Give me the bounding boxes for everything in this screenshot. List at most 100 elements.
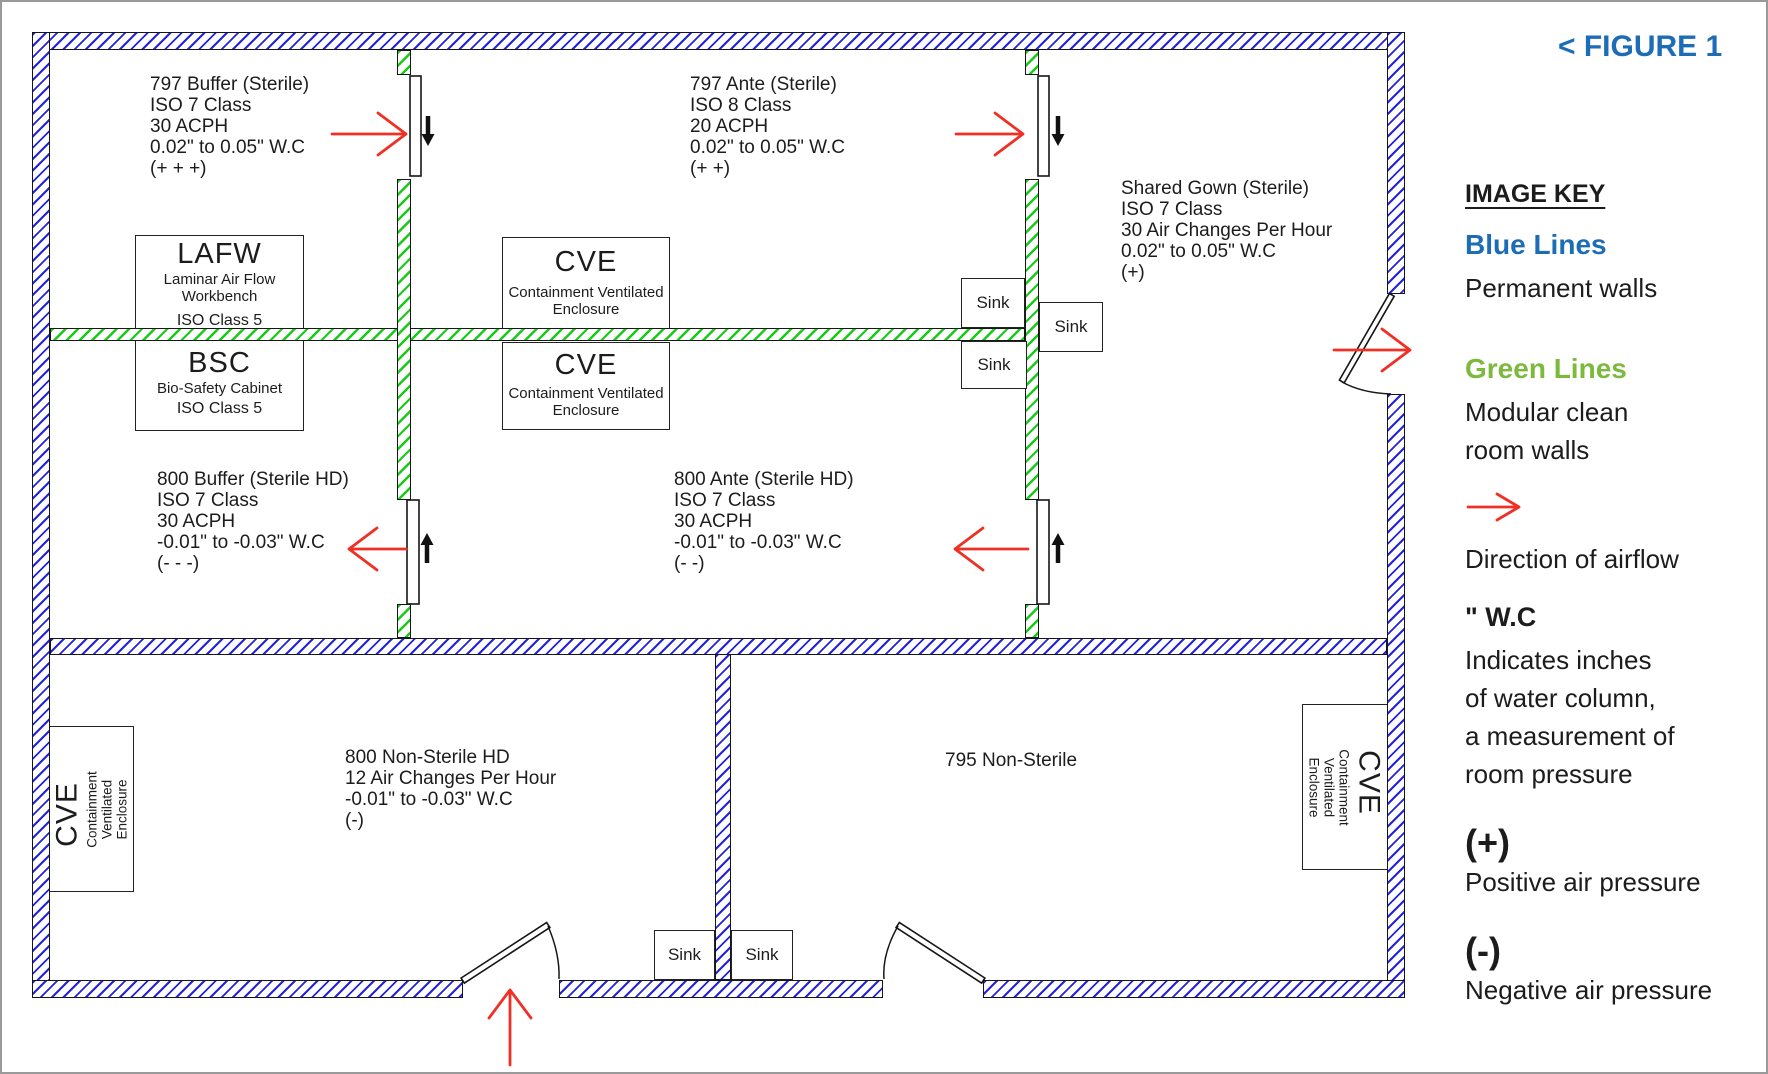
key-positive-desc: Positive air pressure bbox=[1465, 867, 1701, 897]
sink-800-ante: Sink bbox=[961, 341, 1027, 389]
cleanroom-wall-1-mid bbox=[397, 179, 411, 500]
text-line: Bio-Safety Cabinet bbox=[156, 380, 283, 397]
cve-abbr: CVE bbox=[50, 781, 84, 847]
text-line: Containment Ventilated bbox=[508, 385, 664, 402]
text-line: ISO 7 Class bbox=[150, 95, 252, 116]
door-direction-arrowhead-up-2 bbox=[1051, 533, 1065, 545]
sink-795-non-sterile: Sink bbox=[731, 930, 793, 980]
door-leaf-800-ante bbox=[1036, 499, 1050, 605]
text-line: (- - -) bbox=[157, 553, 200, 574]
door-leaf-800-buffer bbox=[406, 499, 420, 605]
text-line: Shared Gown (Sterile) bbox=[1121, 178, 1309, 199]
airflow-arrow-800-buffer bbox=[347, 526, 408, 572]
door-direction-arrowhead-up-1 bbox=[420, 533, 434, 545]
room-label-800-ante: 800 Ante (Sterile HD) ISO 7 Class 30 ACP… bbox=[674, 469, 854, 574]
door-leaf-797-buffer bbox=[409, 75, 422, 177]
key-negative-label: (-) bbox=[1465, 930, 1501, 971]
text-line: Sink bbox=[667, 945, 702, 964]
text-line: Containment Ventilated bbox=[508, 284, 664, 301]
airflow-arrow-797-ante bbox=[954, 111, 1025, 157]
room-label-800-buffer: 800 Buffer (Sterile HD) ISO 7 Class 30 A… bbox=[157, 469, 349, 574]
text-line: ISO 7 Class bbox=[674, 490, 776, 511]
text-line: Laminar Air Flow bbox=[163, 271, 276, 288]
text-line: 800 Non-Sterile HD bbox=[345, 747, 510, 768]
cleanroom-wall-horizontal bbox=[50, 328, 1025, 341]
key-blue-lines-desc: Permanent walls bbox=[1465, 273, 1658, 303]
cleanroom-wall-2-bottom bbox=[1025, 604, 1039, 638]
room-label-797-ante: 797 Ante (Sterile) ISO 8 Class 20 ACPH 0… bbox=[690, 74, 845, 179]
image-key-heading: IMAGE KEY bbox=[1465, 180, 1606, 208]
text-line: ISO 7 Class bbox=[1121, 199, 1223, 220]
text-line: room pressure bbox=[1465, 759, 1633, 789]
key-positive-label: (+) bbox=[1465, 822, 1510, 863]
key-blue-lines-label: Blue Lines bbox=[1465, 229, 1607, 260]
text-line: (- -) bbox=[674, 553, 705, 574]
wall-right-lower bbox=[1387, 394, 1405, 998]
text-line: Indicates inches bbox=[1465, 645, 1652, 675]
text-line: Sink bbox=[745, 945, 779, 964]
cve-abbr: CVE bbox=[554, 349, 618, 381]
text-line: Workbench bbox=[181, 288, 258, 305]
wall-bottom-1 bbox=[32, 980, 463, 998]
text-line: -0.01" to -0.03" W.C bbox=[345, 789, 513, 810]
wall-right-upper bbox=[1387, 32, 1405, 294]
cleanroom-wall-2-mid bbox=[1025, 179, 1039, 500]
text-line: room walls bbox=[1465, 435, 1590, 465]
text-line: Enclosure bbox=[552, 402, 620, 419]
room-label-shared-gown: Shared Gown (Sterile) ISO 7 Class 30 Air… bbox=[1121, 178, 1332, 283]
figure-title: < FIGURE 1 bbox=[1558, 30, 1723, 63]
text-line: (+) bbox=[1121, 262, 1145, 283]
key-green-lines-label: Green Lines bbox=[1465, 353, 1627, 384]
room-label-797-buffer: 797 Buffer (Sterile) ISO 7 Class 30 ACPH… bbox=[150, 74, 309, 179]
cve-box-top: CVE Containment Ventilated Enclosure bbox=[502, 237, 670, 340]
image-key-panel: IMAGE KEY Blue Lines Permanent walls Gre… bbox=[1465, 180, 1765, 1009]
text-line: 30 Air Changes Per Hour bbox=[1121, 220, 1333, 241]
cve-box-bottom: CVE Containment Ventilated Enclosure bbox=[502, 342, 670, 430]
text-line: 12 Air Changes Per Hour bbox=[345, 768, 557, 789]
cve-abbr: CVE bbox=[554, 246, 618, 278]
airflow-arrow-800-ante bbox=[953, 526, 1030, 572]
door-direction-arrowhead-down-1 bbox=[421, 134, 435, 146]
key-wc-label: " W.C bbox=[1465, 602, 1537, 632]
cleanroom-wall-1-top bbox=[397, 50, 411, 75]
text-line: 800 Ante (Sterile HD) bbox=[674, 469, 854, 490]
key-wc-desc: Indicates inches of water column, a meas… bbox=[1465, 641, 1765, 793]
text-line: -0.01" to -0.03" W.C bbox=[674, 532, 842, 553]
door-leaf-797-ante bbox=[1037, 75, 1050, 177]
text-line: ISO 8 Class bbox=[690, 95, 792, 116]
sink-shared-gown: Sink bbox=[1039, 302, 1103, 352]
text-line: 797 Buffer (Sterile) bbox=[150, 74, 310, 95]
text-line: Modular clean bbox=[1465, 397, 1629, 427]
wall-top bbox=[32, 32, 1405, 50]
wall-bottom-divider bbox=[715, 654, 731, 980]
bsc-abbr: BSC bbox=[188, 347, 251, 379]
text-line: 30 ACPH bbox=[157, 511, 236, 532]
door-leaf-shared-gown-exit bbox=[1338, 292, 1396, 384]
door-arc-shared-gown-exit bbox=[1341, 381, 1392, 395]
text-line: Sink bbox=[976, 293, 1010, 312]
text-line: 800 Buffer (Sterile HD) bbox=[157, 469, 349, 490]
text-line: 0.02" to 0.05" W.C bbox=[150, 137, 306, 158]
door-arc-entry-right bbox=[883, 925, 899, 980]
text-line: ISO 7 Class bbox=[157, 490, 259, 511]
key-green-lines-desc: Modular clean room walls bbox=[1465, 393, 1765, 469]
door-arc-entry-left bbox=[547, 925, 560, 980]
door-leaf-entry-left bbox=[459, 921, 552, 985]
text-line: (-) bbox=[345, 810, 364, 831]
text-line: 0.02" to 0.05" W.C bbox=[1121, 241, 1277, 262]
text-line: 797 Ante (Sterile) bbox=[690, 74, 837, 95]
key-airflow-arrow-icon bbox=[1465, 489, 1765, 530]
lafw-box: LAFW Laminar Air Flow Workbench ISO Clas… bbox=[135, 235, 304, 334]
text-line: of water column, bbox=[1465, 683, 1656, 713]
text-line: Enclosure bbox=[552, 301, 620, 318]
text-line: 0.02" to 0.05" W.C bbox=[690, 137, 846, 158]
room-label-800-non-sterile: 800 Non-Sterile HD 12 Air Changes Per Ho… bbox=[345, 747, 556, 831]
lafw-abbr: LAFW bbox=[177, 238, 262, 270]
text-line: ISO Class 5 bbox=[176, 312, 263, 329]
text-line: (+ +) bbox=[690, 158, 731, 179]
